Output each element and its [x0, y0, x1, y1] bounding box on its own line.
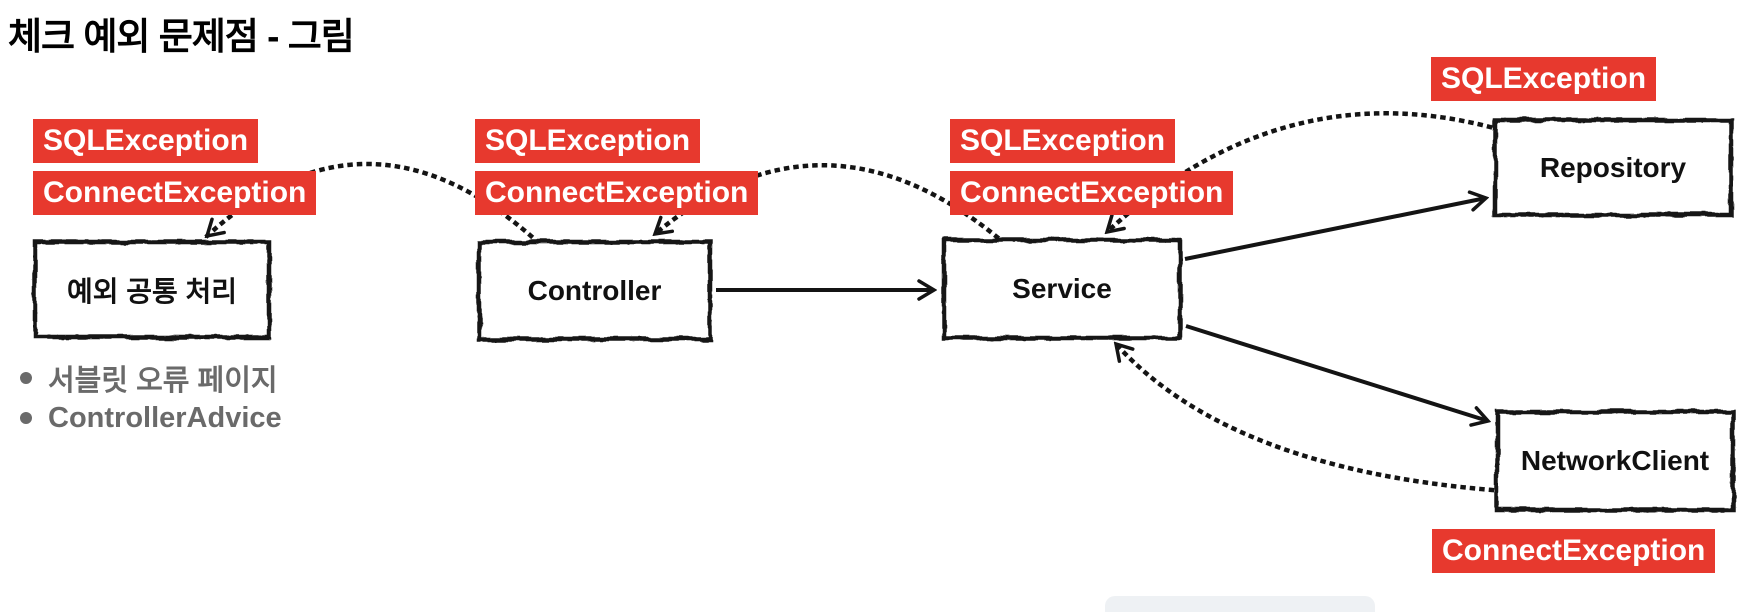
exception-label-controller-connect: ConnectException: [475, 171, 759, 215]
node-box-repository: [1492, 117, 1734, 218]
node-boxes: [32, 117, 1736, 513]
exception-label-service-sql: SQLException: [950, 119, 1176, 163]
bullet-list: 서블릿 오류 페이지 ControllerAdvice: [16, 358, 282, 438]
node-box-common-handler: [32, 239, 272, 340]
edge-networkclient-exception-to-service: [1112, 340, 1495, 493]
exception-label-service-connect: ConnectException: [950, 171, 1234, 215]
node-label-network-client: NetworkClient: [1520, 445, 1710, 476]
node-box-network-client: [1494, 409, 1736, 513]
exception-label-repository-sql: SQLException: [1431, 57, 1657, 101]
node-label-common-handler: 예외 공통 처리: [66, 275, 238, 307]
exception-label-controller-sql: SQLException: [475, 119, 701, 163]
node-box-service: [941, 237, 1183, 341]
node-label-service: Service: [1012, 273, 1112, 304]
node-box-controller: [476, 239, 713, 342]
node-label-controller: Controller: [527, 274, 662, 306]
bullet-item-servlet-error-page: 서블릿 오류 페이지: [16, 358, 282, 398]
bullet-text: 서블릿 오류 페이지: [48, 365, 278, 397]
bottom-overlay-pill: [1105, 596, 1375, 612]
bullet-text: ControllerAdvice: [48, 401, 282, 434]
node-label-repository: Repository: [1539, 151, 1687, 183]
edge-service-to-networkclient: [1185, 324, 1488, 421]
page-title: 체크 예외 문제점 - 그림: [8, 16, 355, 57]
bullet-dot: [20, 412, 32, 424]
exception-label-common-connect: ConnectException: [33, 171, 317, 215]
exception-label-common-sql: SQLException: [33, 119, 259, 163]
bullet-dot: [20, 372, 32, 384]
edge-service-to-repository: [1184, 198, 1486, 261]
bullet-item-controller-advice: ControllerAdvice: [16, 398, 282, 438]
exception-label-network-connect: ConnectException: [1432, 529, 1716, 573]
